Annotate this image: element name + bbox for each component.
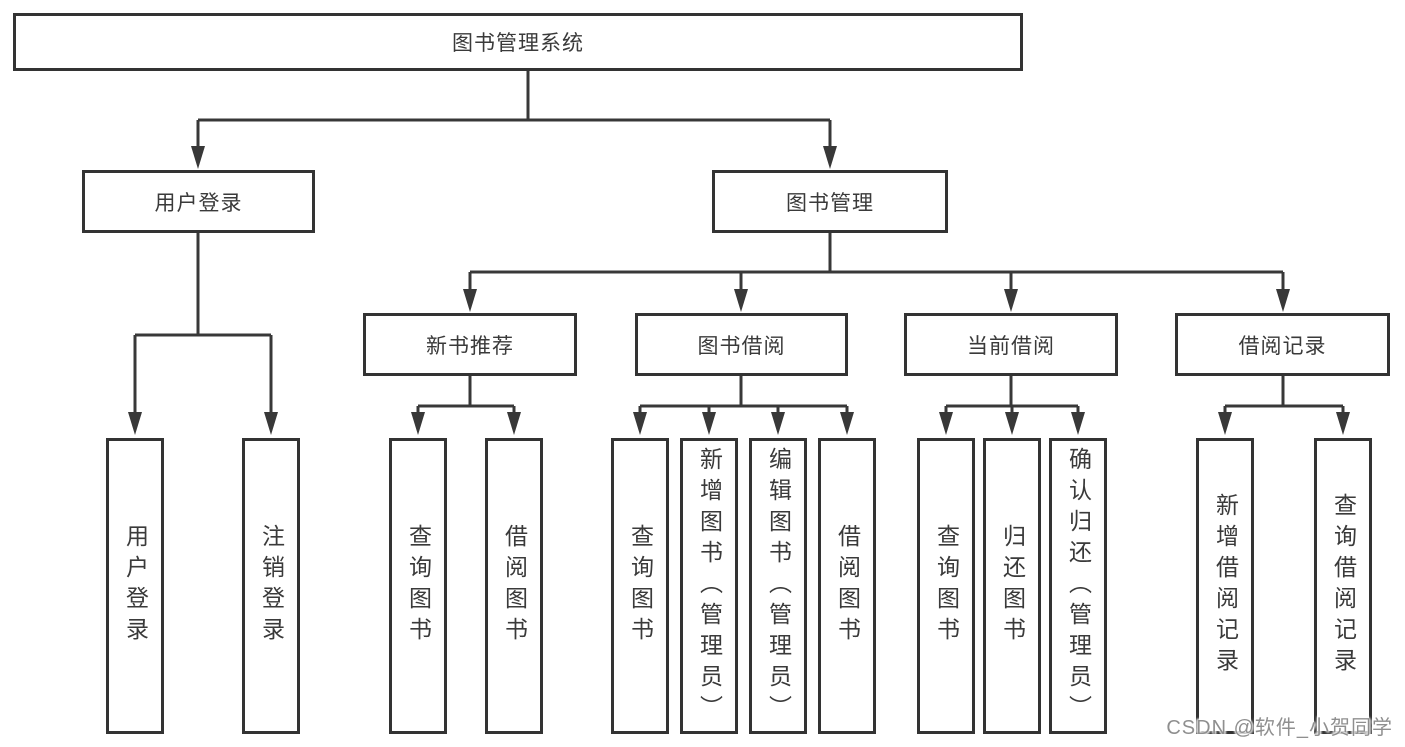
arrowhead: [939, 412, 953, 435]
arrowhead: [633, 412, 647, 435]
connector-current-borrow: [944, 376, 1080, 414]
leaf-logout: 注销登录: [242, 438, 300, 734]
arrowhead: [734, 289, 748, 312]
arrowhead: [1005, 412, 1019, 435]
connector-book-borrow: [638, 376, 849, 414]
node-book-management: 图书管理: [712, 170, 948, 233]
arrowhead: [1218, 412, 1232, 435]
arrowhead: [771, 412, 785, 435]
leaf-user-login: 用户登录: [106, 438, 164, 734]
connector-new-books: [416, 376, 516, 414]
leaf-confirm-return-admin: 确认归还（管理员）: [1049, 438, 1107, 734]
node-book-borrowing: 图书借阅: [635, 313, 848, 376]
leaf-borrow-books-2: 借阅图书: [818, 438, 876, 734]
arrowhead: [463, 289, 477, 312]
arrowhead: [191, 146, 205, 169]
connector-root: [196, 71, 832, 148]
connector-book-mgmt: [468, 233, 1285, 291]
node-new-book-recommend: 新书推荐: [363, 313, 577, 376]
leaf-return-books: 归还图书: [983, 438, 1041, 734]
arrowhead: [1276, 289, 1290, 312]
arrowhead: [264, 412, 278, 435]
arrowhead: [1071, 412, 1085, 435]
node-current-borrowing: 当前借阅: [904, 313, 1118, 376]
connector-borrow-records: [1223, 376, 1345, 414]
leaf-query-books-2: 查询图书: [611, 438, 669, 734]
node-borrowing-records: 借阅记录: [1175, 313, 1390, 376]
arrowhead: [507, 412, 521, 435]
leaf-query-borrow-record: 查询借阅记录: [1314, 438, 1372, 734]
arrowhead: [702, 412, 716, 435]
arrowhead: [411, 412, 425, 435]
watermark: CSDN @软件_小贺同学: [1166, 717, 1393, 739]
arrowhead: [823, 146, 837, 169]
leaf-add-borrow-record: 新增借阅记录: [1196, 438, 1254, 734]
arrowhead: [128, 412, 142, 435]
connector-user-login: [133, 233, 273, 414]
leaf-add-books-admin: 新增图书（管理员）: [680, 438, 738, 734]
leaf-edit-books-admin: 编辑图书（管理员）: [749, 438, 807, 734]
arrowhead: [1336, 412, 1350, 435]
node-user-login: 用户登录: [82, 170, 315, 233]
node-book-management-system: 图书管理系统: [13, 13, 1023, 71]
leaf-borrow-books: 借阅图书: [485, 438, 543, 734]
arrowhead: [1004, 289, 1018, 312]
arrowhead: [840, 412, 854, 435]
leaf-query-books-3: 查询图书: [917, 438, 975, 734]
leaf-query-books: 查询图书: [389, 438, 447, 734]
